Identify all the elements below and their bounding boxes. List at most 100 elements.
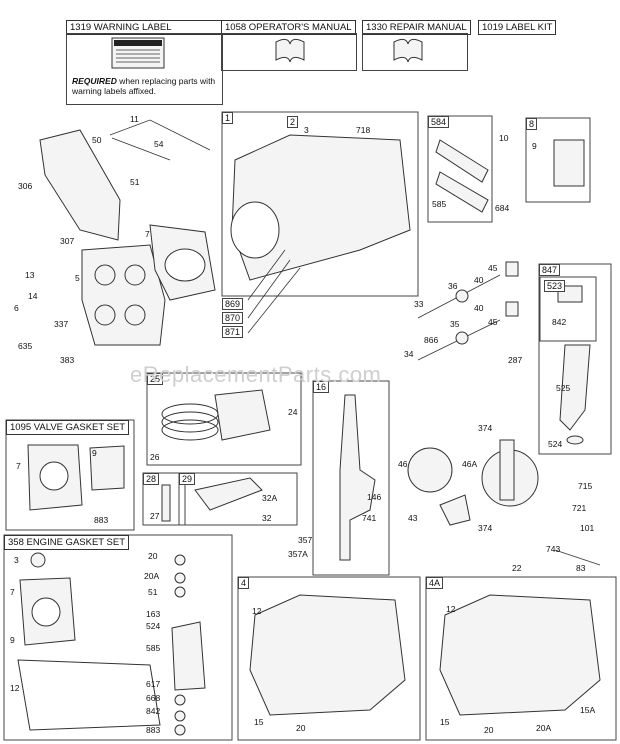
part-label: 9 [532,141,537,151]
part-label: 15 [440,717,450,727]
part-label: 287 [508,355,523,365]
part-label: 20 [484,725,494,735]
part-label: 26 [150,452,160,462]
operators-manual-box [221,33,357,71]
part-label: 383 [60,355,75,365]
part-label: 7 [145,229,150,239]
callout-4A: 4A [426,577,444,589]
part-label: 40 [474,275,484,285]
callout-871: 871 [222,326,244,338]
crankshaft [339,394,376,561]
part-label: 306 [18,181,33,191]
warning-label-header: 1319 WARNING LABEL [66,20,224,35]
part-label: 36 [448,281,458,291]
heat-shield-306 [39,129,121,241]
part-label: 9 [92,448,97,458]
part-label: 32 [262,513,272,523]
part-label: 46A [462,459,478,469]
part-label: 33 [414,299,424,309]
part-label: 54 [154,139,164,149]
operators-manual-header: 1058 OPERATOR'S MANUAL [221,20,356,35]
callout-870: 870 [222,312,244,324]
part-label: 22 [512,563,522,573]
sump-4 [249,594,406,716]
warning-note-text: when replacing parts with warning labels… [72,76,216,96]
part-label: 337 [54,319,69,329]
part-label: 83 [576,563,586,573]
part-label: 6 [14,303,19,313]
part-label: 307 [60,236,75,246]
part-label: 34 [404,349,414,359]
part-label: 374 [478,423,493,433]
part-label: 5 [75,273,80,283]
part-label: 15 [254,717,264,727]
part-label: 842 [552,317,567,327]
part-label: 524 [146,621,161,631]
part-label: 24 [288,407,298,417]
callout-869: 869 [222,298,244,310]
callout-16: 16 [313,381,330,393]
part-label: 20A [536,723,552,733]
part-label: 7 [16,461,21,471]
part-label: 101 [580,523,595,533]
callout-523: 523 [544,280,566,292]
part-label: 883 [94,515,109,525]
callout-584: 584 [428,116,450,128]
part-label: 40 [474,303,484,313]
part-label: 741 [362,513,377,523]
part-label: 585 [146,643,161,653]
part-label: 51 [148,587,158,597]
part-label: 20 [296,723,306,733]
part-label: 524 [548,439,563,449]
operators-manual-book [275,38,305,63]
part-label: 9 [10,635,15,645]
part-label: 684 [495,203,510,213]
part-label: 146 [367,492,382,502]
repair-manual-box [362,33,468,71]
label-kit-header: 1019 LABEL KIT [478,20,557,35]
callout-847: 847 [539,264,561,276]
callout-25: 25 [147,373,164,385]
part-label: 43 [408,513,418,523]
callout-29: 29 [179,473,196,485]
part-label: 14 [28,291,38,301]
part-label: 585 [432,199,447,209]
part-label: 46 [398,459,408,469]
engine-gasket-set-header: 358 ENGINE GASKET SET [4,535,130,550]
callout-8: 8 [526,118,538,130]
part-label: 866 [424,335,439,345]
callout-28: 28 [143,473,160,485]
warning-required-text: REQUIRED [72,76,117,86]
cylinder-head [81,244,166,346]
oil-fill-tube [559,344,591,431]
part-label: 32A [262,493,278,503]
part-label: 50 [92,135,102,145]
part-label: 12 [446,604,456,614]
valve-gasket-set-header: 1095 VALVE GASKET SET [6,420,130,435]
part-label: 635 [18,341,33,351]
part-label: 20A [144,571,160,581]
part-label: 45 [488,317,498,327]
part-label: 13 [25,270,35,280]
part-label: 357 [298,535,313,545]
part-label: 883 [146,725,161,735]
part-label: 27 [150,511,160,521]
part-label: 842 [146,706,161,716]
part-label: 743 [546,544,561,554]
valve-cover [553,139,585,187]
part-label: 12 [252,606,262,616]
part-label: 7 [10,587,15,597]
part-label: 3 [304,125,309,135]
repair-manual-header: 1330 REPAIR MANUAL [362,20,471,35]
warning-label-note: REQUIRED when replacing parts with warni… [72,76,222,96]
part-label: 3 [14,555,19,565]
part-label: 374 [478,523,493,533]
part-label: 357A [288,549,308,559]
repair-manual-book [393,38,423,63]
part-label: 668 [146,693,161,703]
piston [214,389,271,441]
part-label: 718 [356,125,371,135]
callout-4: 4 [238,577,250,589]
